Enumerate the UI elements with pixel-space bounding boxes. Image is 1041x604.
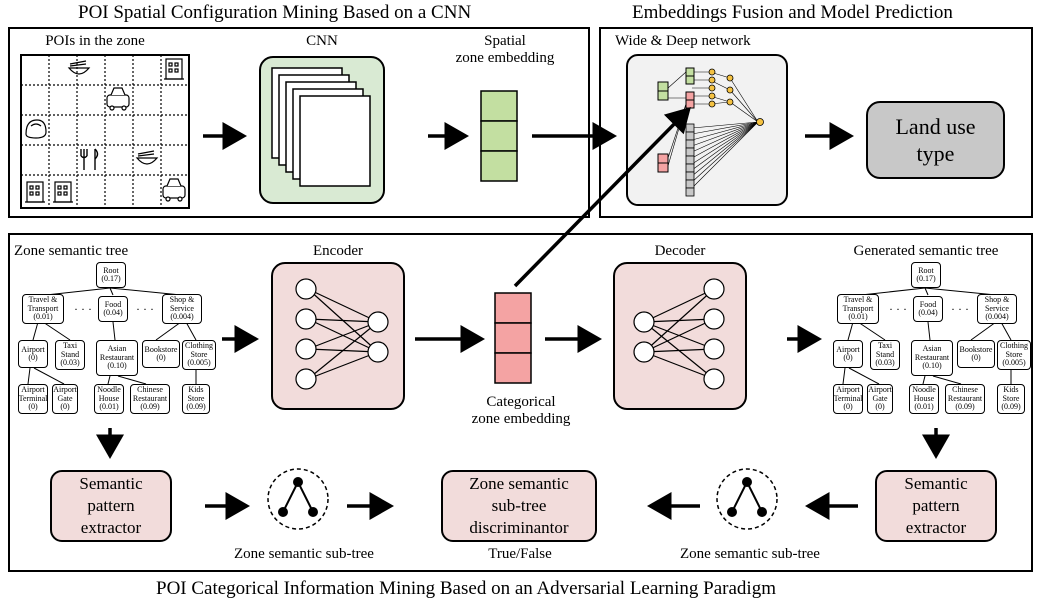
tree-node-food: Food (0.04) [98, 296, 128, 322]
tree-node-airport: Airport (0) [18, 340, 48, 368]
land-use-type-box: Land use type [866, 101, 1005, 179]
cnn-feature-maps [271, 67, 371, 187]
tree-node-root: Root (0.17) [96, 262, 126, 288]
tree-node-noodle: Noodle House (0.01) [909, 384, 939, 414]
tree-node-noodle: Noodle House (0.01) [94, 384, 124, 414]
tree-node-terminal: Airport Terminal (0) [833, 384, 863, 414]
tree-node-food: Food (0.04) [913, 296, 943, 322]
tree-node-terminal: Airport Terminal (0) [18, 384, 48, 414]
semantic-pattern-extractor-right: Semantic pattern extractor [875, 470, 997, 542]
generated-semantic-tree-label: Generated semantic tree [853, 243, 999, 259]
tree-edges [842, 287, 1012, 385]
tree-node-bookstore: Bookstore (0) [142, 340, 180, 368]
subtree-label-right: Zone semantic sub-tree [680, 546, 820, 562]
tree-ellipsis: · · · [74, 302, 92, 316]
bowl-icon [67, 60, 91, 75]
tree-node-taxi: Taxi Stand (0.03) [55, 340, 85, 370]
subtree-discriminator-box: Zone semantic sub-tree discriminantor [441, 470, 597, 542]
tree-ellipsis: · · · [136, 302, 154, 316]
categorical-embedding-label: Categorical zone embedding [471, 394, 571, 427]
categorical-section-title: POI Categorical Information Mining Based… [156, 578, 776, 599]
tree-node-root: Root (0.17) [911, 262, 941, 288]
tree-node-clothing: Clothing Store (0.005) [182, 340, 216, 370]
tree-node-gate: Airport Gate (0) [867, 384, 893, 414]
tree-node-bookstore: Bookstore (0) [957, 340, 995, 368]
encoder-network [295, 278, 389, 390]
subtree-label-left: Zone semantic sub-tree [234, 546, 374, 562]
encoder-box [271, 262, 405, 410]
zone-semantic-tree: Root (0.17) Travel & Transport (0.01) · … [18, 262, 216, 424]
wide-deep-label: Wide & Deep network [615, 33, 751, 49]
tree-ellipsis: · · · [951, 302, 969, 316]
tree-edges [27, 287, 197, 385]
car-icon [106, 87, 130, 111]
tree-node-travel: Travel & Transport (0.01) [837, 294, 879, 324]
tree-node-chinese: Chinese Restaurant (0.09) [945, 384, 985, 414]
bun-icon [25, 119, 47, 139]
generated-semantic-tree: Root (0.17) Travel & Transport (0.01) · … [833, 262, 1031, 424]
cutlery-icon [80, 148, 99, 170]
zone-semantic-tree-label: Zone semantic tree [14, 243, 129, 259]
building-icon [25, 181, 45, 203]
bowl-icon [135, 150, 159, 165]
spatial-embedding-vector [480, 90, 518, 182]
categorical-embedding-vector [494, 292, 532, 384]
spatial-section-title: POI Spatial Configuration Mining Based o… [78, 2, 472, 23]
tree-node-kids: Kids Store (0.09) [182, 384, 210, 414]
wide-deep-network-graph [657, 67, 764, 197]
cnn-label: CNN [306, 33, 338, 49]
tree-node-asian: Asian Restaurant (0.10) [96, 340, 138, 376]
subtree-icon-left [267, 468, 329, 530]
subtree-icon-right [716, 468, 778, 530]
decoder-network [633, 278, 725, 390]
tree-ellipsis: · · · [889, 302, 907, 316]
car-icon [162, 178, 186, 202]
fusion-section-title: Embeddings Fusion and Model Prediction [632, 2, 953, 23]
encoder-label: Encoder [313, 243, 363, 259]
building-icon [53, 181, 73, 203]
building-icon [164, 58, 184, 80]
decoder-label: Decoder [654, 243, 706, 259]
tree-node-asian: Asian Restaurant (0.10) [911, 340, 953, 376]
tree-node-kids: Kids Store (0.09) [997, 384, 1025, 414]
spatial-embedding-label: Spatial zone embedding [455, 33, 555, 66]
poi-grid [20, 54, 190, 209]
tree-node-gate: Airport Gate (0) [52, 384, 78, 414]
semantic-pattern-extractor-left: Semantic pattern extractor [50, 470, 172, 542]
true-false-label: True/False [488, 546, 552, 562]
tree-node-taxi: Taxi Stand (0.03) [870, 340, 900, 370]
tree-node-shop: Shop & Service (0.004) [162, 294, 202, 324]
tree-node-airport: Airport (0) [833, 340, 863, 368]
tree-node-shop: Shop & Service (0.004) [977, 294, 1017, 324]
pois-label: POIs in the zone [45, 33, 145, 49]
tree-node-clothing: Clothing Store (0.005) [997, 340, 1031, 370]
tree-node-travel: Travel & Transport (0.01) [22, 294, 64, 324]
tree-node-chinese: Chinese Restaurant (0.09) [130, 384, 170, 414]
